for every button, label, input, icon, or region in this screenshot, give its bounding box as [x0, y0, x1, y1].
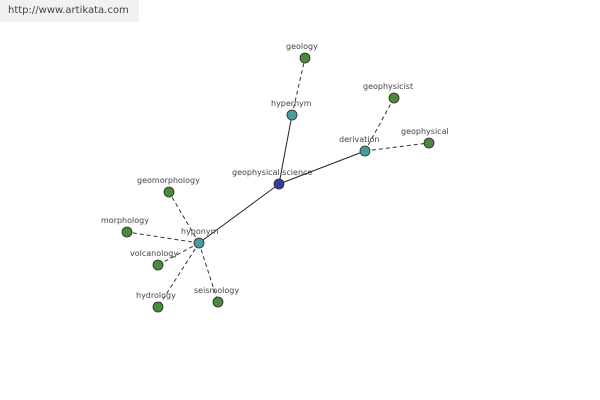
center-geophysical-science-node[interactable] — [273, 178, 285, 190]
word-seismology-label[interactable]: seismology — [194, 286, 239, 295]
edge-hypernym-geology — [291, 57, 306, 116]
edge-derivation-geophysical — [364, 142, 430, 152]
word-morphology-label[interactable]: morphology — [101, 216, 149, 225]
graph-edges — [126, 57, 430, 308]
edge-hyponym-morphology — [126, 231, 200, 244]
word-morphology-node[interactable] — [121, 226, 133, 238]
word-seismology-node[interactable] — [212, 296, 224, 308]
graph-nodes — [121, 52, 435, 313]
edge-hyponym-volcanology — [157, 242, 200, 266]
relation-hyponym-node[interactable] — [193, 237, 205, 249]
edge-hyponym-hydrology — [157, 242, 200, 308]
relation-hypernym-node[interactable] — [286, 109, 298, 121]
word-geophysical-node[interactable] — [423, 137, 435, 149]
word-volcanology-label[interactable]: volcanology — [130, 249, 178, 258]
edge-center-hypernym — [278, 114, 293, 185]
word-geology-node[interactable] — [299, 52, 311, 64]
edge-center-derivation — [278, 150, 366, 185]
relation-derivation-label[interactable]: derivation — [339, 135, 379, 144]
edge-derivation-geophysicist — [364, 97, 395, 152]
relation-derivation-node[interactable] — [359, 145, 371, 157]
edge-hyponym-geomorphology — [168, 191, 200, 244]
word-geophysicist-label[interactable]: geophysicist — [363, 82, 413, 91]
word-geology-label[interactable]: geology — [286, 42, 318, 51]
relation-hypernym-label[interactable]: hypernym — [271, 99, 312, 108]
edge-hyponym-seismology — [198, 242, 219, 303]
word-geophysicist-node[interactable] — [388, 92, 400, 104]
word-geomorphology-node[interactable] — [163, 186, 175, 198]
site-url-text[interactable]: http://www.artikata.com — [0, 0, 139, 22]
word-hydrology-node[interactable] — [152, 301, 164, 313]
word-hydrology-label[interactable]: hydrology — [136, 291, 176, 300]
center-geophysical-science-label[interactable]: geophysical science — [232, 168, 312, 177]
word-geophysical-label[interactable]: geophysical — [401, 127, 449, 136]
relation-hyponym-label[interactable]: hyponym — [181, 227, 219, 236]
word-geomorphology-label[interactable]: geomorphology — [137, 176, 200, 185]
edge-center-hyponym — [198, 183, 280, 244]
graph-labels: geology geophysicist geophysical geomorphol… — [101, 42, 449, 300]
word-volcanology-node[interactable] — [152, 259, 164, 271]
